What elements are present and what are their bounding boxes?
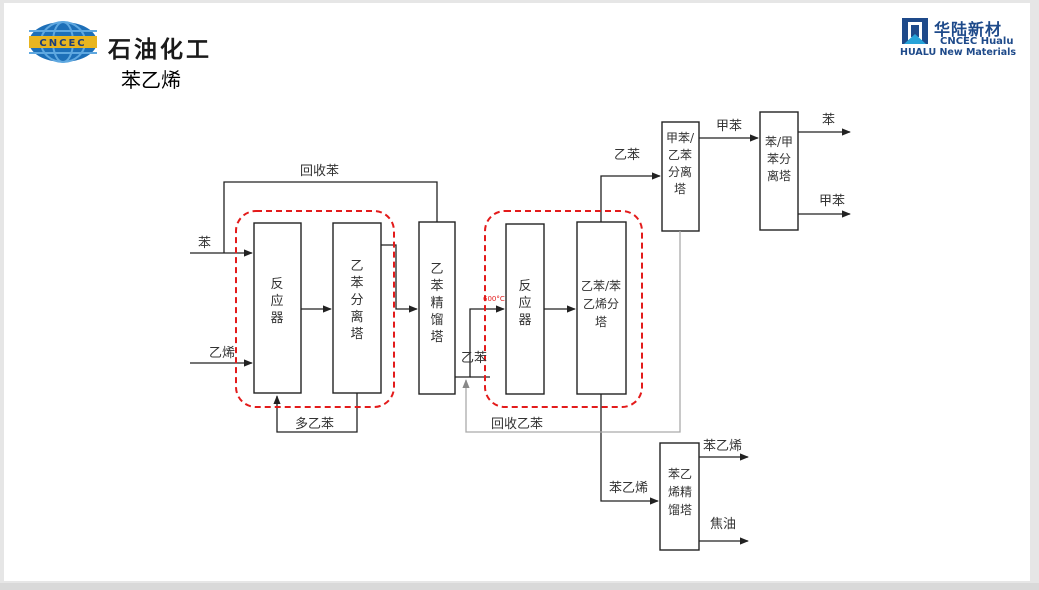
- slide: [4, 3, 1030, 581]
- ethylene-feed-label: 乙烯: [209, 346, 235, 361]
- benzene-toluene-separator-box: [759, 111, 799, 231]
- unit-label-line: 馏塔: [668, 503, 692, 517]
- partner-logo-english-1: CNCEC Hualu: [940, 36, 1014, 47]
- unit-label-line: 塔: [350, 327, 363, 342]
- hualu-logo: 华陆新材 CNCEC Hualu HUALU New Materials: [900, 16, 1020, 60]
- unit-label-line: 乙苯: [668, 148, 692, 162]
- rectifier-to-reactor2-line: [455, 305, 505, 378]
- recycle-ethylbenzene-label: 回收乙苯: [491, 417, 543, 432]
- unit-label-line: 乙: [430, 262, 443, 277]
- polyethylbenzene-label: 多乙苯: [295, 416, 334, 432]
- styrene-feed-label: 苯乙烯: [609, 481, 648, 496]
- recycle-ethylbenzene-line: [462, 231, 681, 433]
- unit-label-line: 烯精: [668, 485, 692, 499]
- unit-label-line: 苯: [430, 279, 443, 294]
- unit-label-line: 应: [518, 295, 531, 311]
- bottom-bar: [0, 583, 1039, 590]
- unit-label-line: 苯分: [767, 152, 791, 166]
- reactor-1-box: [253, 222, 302, 394]
- styrene-out-label: 苯乙烯: [703, 439, 742, 454]
- benzene-feed-label: 苯: [198, 236, 211, 251]
- benzene-toluene-separator-label: 苯/甲苯分离塔: [765, 135, 793, 183]
- ethylbenzene-rectifier-label: 乙苯精馏塔: [430, 262, 443, 345]
- unit-label-line: 塔: [595, 315, 607, 329]
- toluene-eb-separator-label: 甲苯/乙苯分离塔: [666, 131, 695, 196]
- eb-overhead-line: [600, 172, 661, 222]
- unit-label-line: 器: [518, 313, 531, 328]
- toluene-out-label: 甲苯: [819, 194, 845, 209]
- benzene-out-label: 苯: [822, 113, 835, 128]
- unit-label-line: 反: [518, 279, 531, 294]
- unit-label-line: 甲苯/: [666, 131, 695, 145]
- unit-label-line: 苯: [350, 276, 363, 291]
- unit-label-line: 分: [350, 293, 363, 308]
- unit-label-line: 乙苯/苯: [581, 279, 621, 293]
- unit-label-line: 塔: [430, 330, 443, 345]
- unit-label-line: 精: [430, 296, 443, 311]
- separator-to-rectifier-line: [381, 244, 418, 313]
- hualu-mark-icon: [902, 18, 928, 44]
- ethylbenzene-separator-label: 乙苯分离塔: [350, 259, 363, 342]
- reaction-group-1-outline: [235, 210, 395, 408]
- unit-label-line: 苯/甲: [765, 135, 793, 149]
- unit-label-line: 离塔: [767, 168, 791, 183]
- unit-label-line: 苯乙: [668, 467, 692, 481]
- brand-badge-text: CNCEC: [39, 38, 86, 49]
- eb-styrene-separator-label: 乙苯/苯乙烯分塔: [581, 279, 621, 329]
- partner-logo-chinese: 华陆新材: [934, 20, 1003, 39]
- polyethylbenzene-recycle-line: [273, 393, 358, 433]
- unit-label-line: 分离: [668, 164, 692, 179]
- ethylbenzene-separator-box: [332, 222, 382, 394]
- reaction-group-2-outline: [484, 210, 643, 408]
- ethylbenzene-mid-label: 乙苯: [461, 351, 487, 366]
- unit-label-line: 乙烯分: [583, 297, 619, 311]
- unit-label-line: 反: [270, 277, 283, 292]
- brand-name: 石油化工: [108, 36, 212, 63]
- tar-out-label: 焦油: [710, 517, 736, 532]
- partner-logo-english-2: HUALU New Materials: [900, 47, 1017, 58]
- styrene-rectifier-label: 苯乙烯精馏塔: [668, 467, 692, 517]
- unit-label-line: 塔: [674, 182, 686, 196]
- cncec-logo: CNCEC: [27, 21, 99, 69]
- styrene-rectifier-box: [659, 442, 700, 551]
- recycle-benzene-label: 回收苯: [300, 164, 339, 179]
- unit-label-line: 馏: [430, 313, 443, 328]
- temperature-label: 600°C: [483, 295, 505, 303]
- page-title: 苯乙烯: [121, 68, 181, 92]
- unit-label-line: 乙: [350, 259, 363, 274]
- styrene-feed-line: [600, 394, 659, 505]
- toluene-mid-label: 甲苯: [716, 119, 742, 134]
- unit-label-line: 应: [270, 293, 283, 309]
- unit-label-line: 离: [350, 309, 363, 325]
- reactor-2-label: 反应器: [518, 279, 531, 328]
- recycle-benzene-line: [223, 181, 438, 253]
- reactor-1-label: 反应器: [270, 277, 283, 326]
- unit-label-line: 器: [270, 311, 283, 326]
- ethylbenzene-top-label: 乙苯: [614, 148, 640, 163]
